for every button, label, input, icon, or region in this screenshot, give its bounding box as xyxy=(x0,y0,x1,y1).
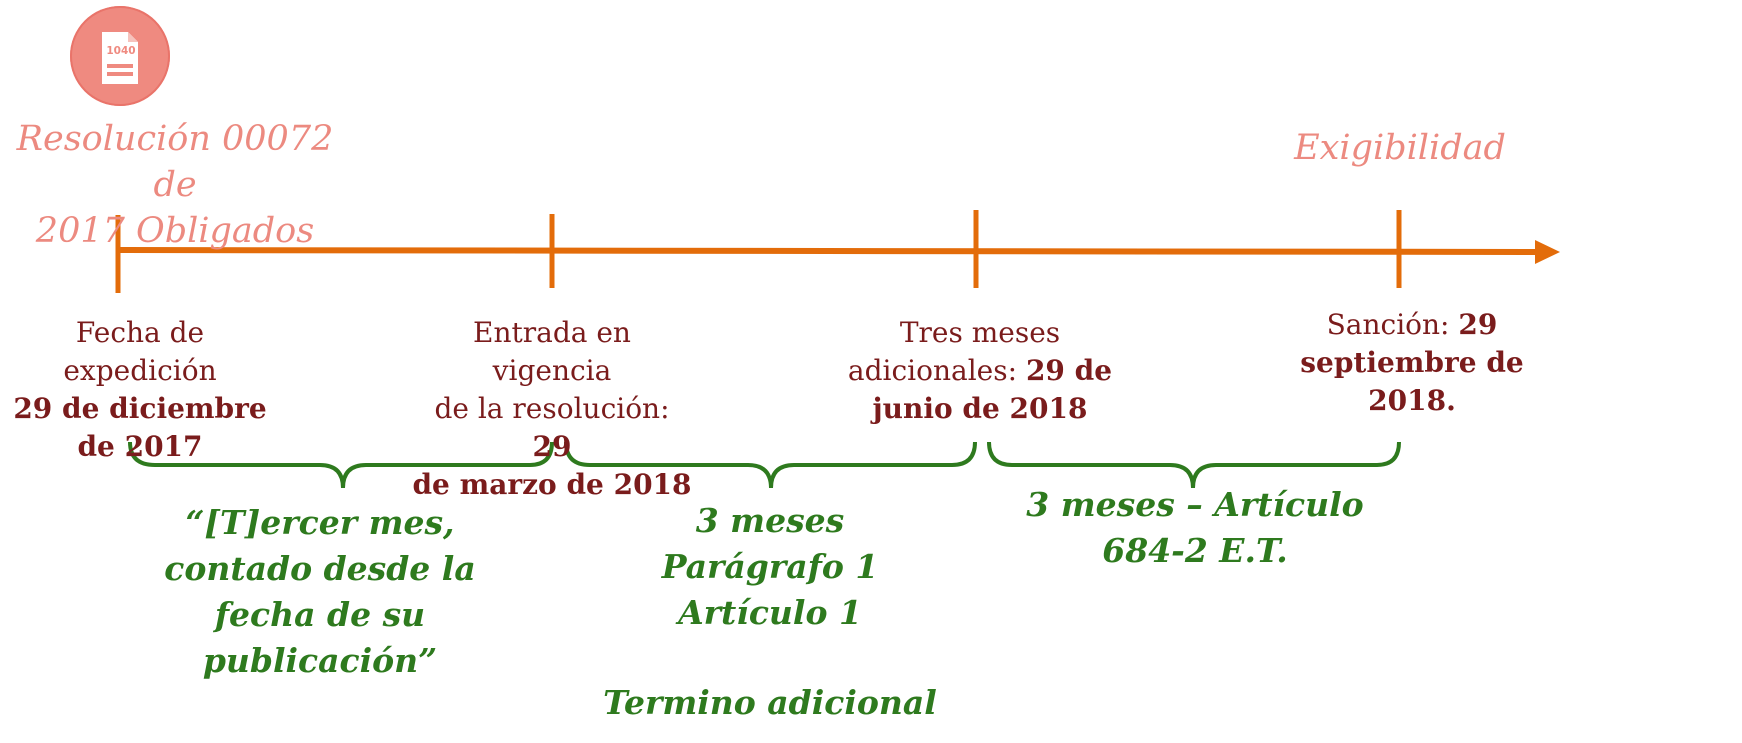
resolution-title: Resolución 00072 de 2017 Obligados xyxy=(0,116,350,254)
period-line: Parágrafo 1 xyxy=(661,547,879,586)
period-1-label: “[T]ercer mes, contado desde la fecha de… xyxy=(140,500,500,684)
milestone-1-label: Fecha de expedición 29 de diciembre de 2… xyxy=(0,314,280,466)
tax-form-icon: 1040 xyxy=(70,6,170,106)
milestone-line: de marzo de 2018 xyxy=(412,468,692,501)
period-brace-1 xyxy=(128,441,554,489)
milestone-2-label: Entrada en vigencia de la resolución: 29… xyxy=(412,314,692,504)
period-brace-3 xyxy=(987,441,1401,489)
period-line: “[T]ercer mes, xyxy=(185,503,455,542)
milestone-line: junio de 2018 xyxy=(872,392,1088,425)
milestone-line: de la resolución: 29 xyxy=(434,392,670,463)
milestone-line: de 2017 xyxy=(77,430,203,463)
period-line: fecha de su xyxy=(214,595,426,634)
milestone-line: adicionales: 29 de xyxy=(847,354,1113,387)
period-line: Artículo 1 xyxy=(678,593,862,632)
milestone-line: septiembre de 2018. xyxy=(1300,346,1524,417)
period-line: 3 meses – Artículo xyxy=(1026,485,1364,524)
timeline-arrowhead xyxy=(1535,240,1560,264)
period-line: contado desde la xyxy=(164,549,476,588)
period-line xyxy=(590,636,950,680)
resolution-title-line: Resolución 00072 de xyxy=(16,119,334,205)
timeline-axis xyxy=(117,240,1560,264)
milestone-line: Fecha de expedición xyxy=(63,316,217,387)
milestone-3-label: Tres meses adicionales: 29 de junio de 2… xyxy=(840,314,1120,428)
period-line: 684-2 E.T. xyxy=(1102,531,1288,570)
period-3-label: 3 meses – Artículo 684-2 E.T. xyxy=(1005,482,1385,574)
resolution-title-line: 2017 Obligados xyxy=(35,211,315,251)
exigibility-label: Exigibilidad xyxy=(1294,128,1506,168)
period-line: publicación” xyxy=(202,641,438,680)
period-line: Termino adicional xyxy=(603,683,937,722)
milestone-4-label: Sanción: 29 septiembre de 2018. xyxy=(1262,306,1562,420)
period-2-label: 3 meses Parágrafo 1 Artículo 1 Termino a… xyxy=(590,498,950,726)
milestone-line: Tres meses xyxy=(899,316,1061,349)
milestone-line: 29 de diciembre xyxy=(13,392,267,425)
period-brace-2 xyxy=(564,441,977,489)
icon-form-number: 1040 xyxy=(106,45,136,57)
milestone-line: Sanción: 29 xyxy=(1326,308,1498,341)
milestone-line: Entrada en vigencia xyxy=(473,316,631,387)
period-line: 3 meses xyxy=(695,501,845,540)
